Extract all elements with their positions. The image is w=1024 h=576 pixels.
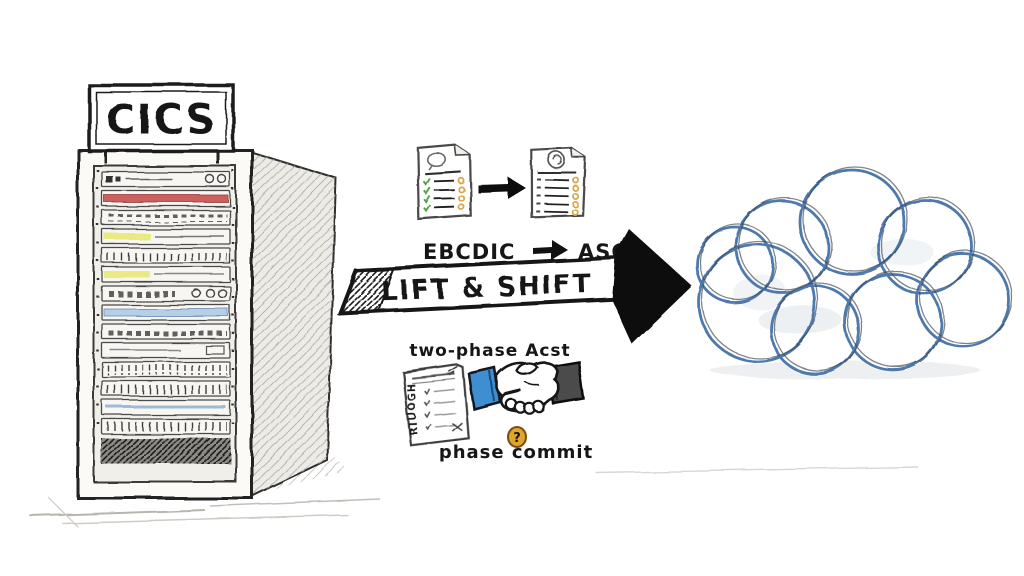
contract-side-label: RIUOGH (406, 382, 421, 435)
rack-unit (101, 342, 231, 359)
documents-flow (416, 143, 587, 222)
rack-base-vent (101, 438, 231, 464)
coin-glyph: ? (513, 431, 521, 446)
document-source-icon (416, 143, 473, 222)
contract-document-icon: RIUOGH (402, 363, 470, 447)
server-rack (76, 148, 338, 500)
rack-unit (101, 323, 231, 340)
coin-icon: ? (507, 426, 527, 448)
lift-shift-arrow: LIFT & SHIFT (337, 228, 692, 344)
lift-shift-label: LIFT & SHIFT (380, 269, 593, 306)
status-dots (457, 176, 466, 211)
rack-unit (101, 247, 231, 264)
check-marks (423, 177, 432, 214)
pencil-icon (448, 366, 459, 376)
rack-unit (101, 171, 231, 188)
handshake-icon (467, 359, 585, 415)
rack-unit (101, 418, 231, 435)
fingers (504, 397, 545, 415)
status-dots (571, 176, 580, 216)
thumb (515, 362, 539, 376)
cics-sign-label: CICS (105, 97, 216, 143)
cloud-outline-pencil (699, 166, 1013, 372)
rack-unit (101, 304, 231, 321)
document-target-icon (530, 147, 587, 219)
rack-unit (101, 266, 231, 283)
arrow-head (612, 228, 692, 344)
rack-unit (101, 399, 231, 416)
rack-unit (101, 285, 231, 302)
conversion-from-label: EBCDIC (423, 240, 515, 264)
cloud-outline-blue (695, 168, 1011, 376)
flow-arrow-icon (478, 177, 526, 199)
tools-icon (451, 422, 463, 432)
rack-unit (101, 190, 231, 207)
cics-sign: CICS (87, 83, 235, 164)
conversion-arrow-icon (533, 240, 568, 260)
two-phase-title: two-phase Acst (409, 341, 570, 361)
arrow-band-hatch-tail (338, 267, 396, 315)
phase-commit-caption: phase commit (439, 442, 593, 463)
two-phase-commit-group: two-phase Acst RIUOGH (402, 341, 593, 463)
rack-unit (101, 228, 231, 245)
rack-unit (101, 209, 231, 226)
cloud-icon (695, 166, 1013, 379)
left-sleeve (467, 366, 502, 411)
rack-unit (101, 380, 231, 397)
rack-unit (101, 361, 231, 378)
